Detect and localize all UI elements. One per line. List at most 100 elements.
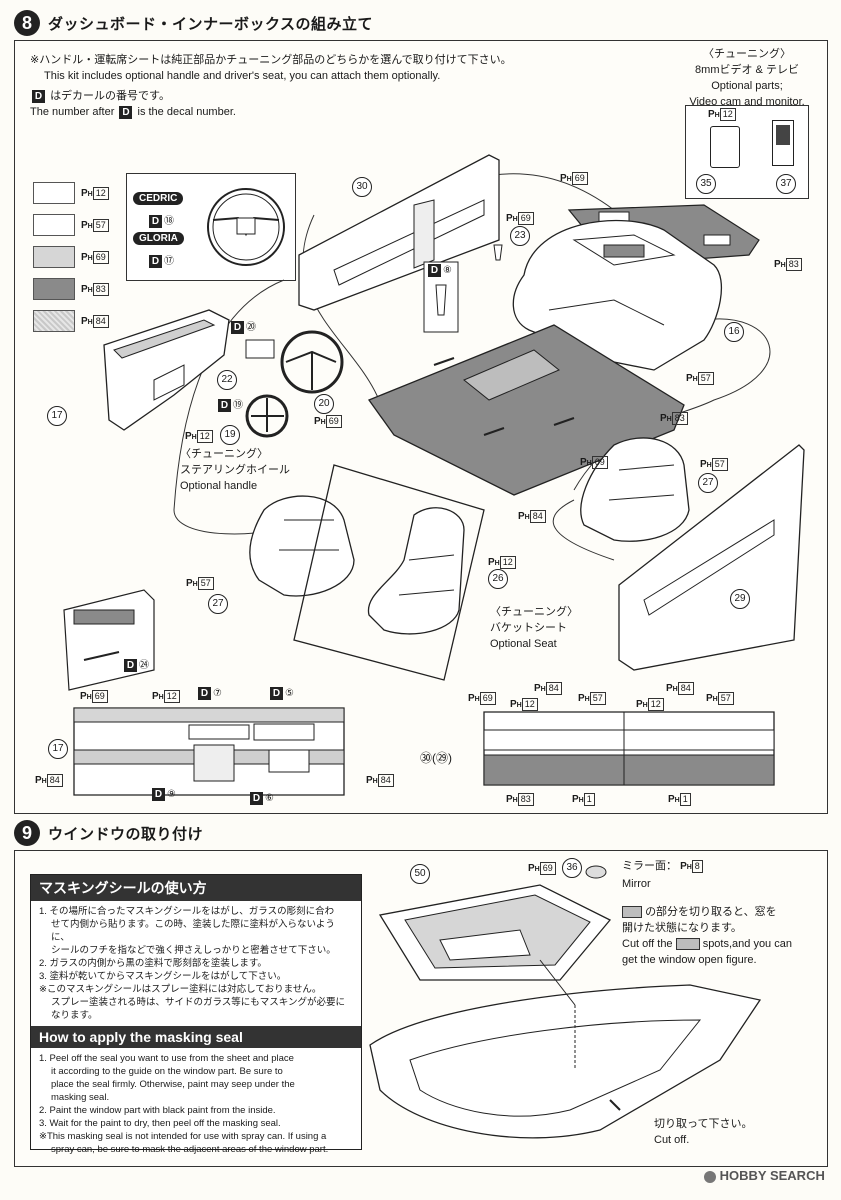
part-36: 36	[562, 858, 582, 878]
mask-line: spray can, be sure to mask the adjacent …	[51, 1144, 329, 1155]
steering-en: Optional handle	[180, 480, 258, 492]
cutoff-en1: Cut off the	[622, 938, 673, 950]
part-17: 17	[47, 406, 67, 426]
cut-jp: 切り取って下さい。	[654, 1118, 753, 1130]
watermark: HOBBY SEARCH	[704, 1168, 825, 1183]
monitor-icon	[772, 120, 794, 166]
mask-line: masking seal.	[51, 1092, 110, 1103]
part-35: 35	[696, 174, 716, 194]
decal-note-jp: D はデカールの番号です。	[30, 88, 630, 104]
tuning-video-en1: Optional parts;	[711, 80, 783, 92]
step-number-badge: 8	[14, 10, 40, 36]
option-note-en: This kit includes optional handle and dr…	[44, 70, 441, 82]
part-37: 37	[776, 174, 796, 194]
mask-line: スプレー塗装される時は、サイドのガラス等にもマスキングが必要になります。	[51, 997, 346, 1021]
window-assembly-illustration	[369, 865, 762, 1139]
step-number-badge: 9	[14, 820, 40, 846]
mask-title-jp: マスキングシールの使い方	[31, 875, 361, 901]
cutoff-jp-line1: の部分を切り取ると、窓を	[622, 904, 822, 920]
mask-line: 1. その場所に合ったマスキングシールをはがし、ガラスの彫刻に合わ	[39, 906, 335, 917]
cutoff-note: の部分を切り取ると、窓を 開けた状態になります。 Cut off the spo…	[622, 904, 822, 968]
mask-line: ※このマスキングシールはスプレー塗料には対応しておりません。	[39, 984, 322, 995]
cut-area-swatch	[675, 938, 700, 951]
cut-en: Cut off.	[654, 1134, 690, 1146]
seat-jp2: バケットシート	[490, 622, 567, 634]
decal-mark: D	[119, 106, 133, 119]
mask-line: it according to the guide on the window …	[51, 1066, 283, 1077]
decal-note-en-a: The number after	[30, 106, 115, 118]
part-16: 16	[724, 322, 744, 342]
steering-jp2: ステアリングホイール	[180, 464, 290, 476]
mask-line: ※This masking seal is not intended for u…	[39, 1131, 327, 1142]
mask-body-jp: 1. その場所に合ったマスキングシールをはがし、ガラスの彫刻に合わ せて内側から…	[31, 901, 361, 1026]
assembly-illustration	[63, 154, 805, 796]
steering-caption: 〈チューニング〉 ステアリングホイール Optional handle	[180, 446, 290, 494]
mask-line: 3. 塗料が乾いてからマスキングシールをはがして下さい。	[39, 971, 287, 982]
cutoff-en-line: Cut off the spots,and you can	[622, 936, 822, 952]
part-26: 26	[488, 569, 508, 589]
part-29: 29	[730, 589, 750, 609]
mirror-en: Mirror	[622, 878, 651, 890]
watermark-text: HOBBY SEARCH	[719, 1168, 825, 1183]
part-20: 20	[314, 394, 334, 414]
swatch	[33, 182, 75, 204]
part-27: 27	[698, 473, 718, 493]
part-23: 23	[510, 226, 530, 246]
seat-jp: 〈チューニング〉	[490, 606, 578, 618]
swatch	[33, 278, 75, 300]
cutoff-jp2: 開けた状態になります。	[622, 922, 742, 934]
decal-note-en-b: is the decal number.	[137, 106, 236, 118]
swatch	[33, 310, 75, 332]
step8-header: 8 ダッシュボード・インナーボックスの組み立て	[14, 10, 373, 36]
cut-note: 切り取って下さい。 Cut off.	[654, 1116, 752, 1148]
part-22: 22	[217, 370, 237, 390]
steering-jp: 〈チューニング〉	[180, 448, 268, 460]
mask-body-en: 1. Peel off the seal you want to use fro…	[31, 1048, 361, 1160]
mask-line: シールのフチを指などで強く押さえしっかりと密着させて下さい。	[51, 945, 336, 956]
part-19: 19	[220, 425, 240, 445]
part-30: 30	[352, 177, 372, 197]
step-title: ダッシュボード・インナーボックスの組み立て	[48, 15, 374, 33]
part-27: 27	[208, 594, 228, 614]
seat-en: Optional Seat	[490, 638, 557, 650]
mask-line: せて内側から貼ります。この時、塗装した際に塗料が入らないように、	[51, 919, 335, 943]
mirror-jp: ミラー面：	[622, 860, 677, 872]
swatch	[33, 214, 75, 236]
tuning-video-jp2: 8mmビデオ & テレビ	[695, 64, 799, 76]
